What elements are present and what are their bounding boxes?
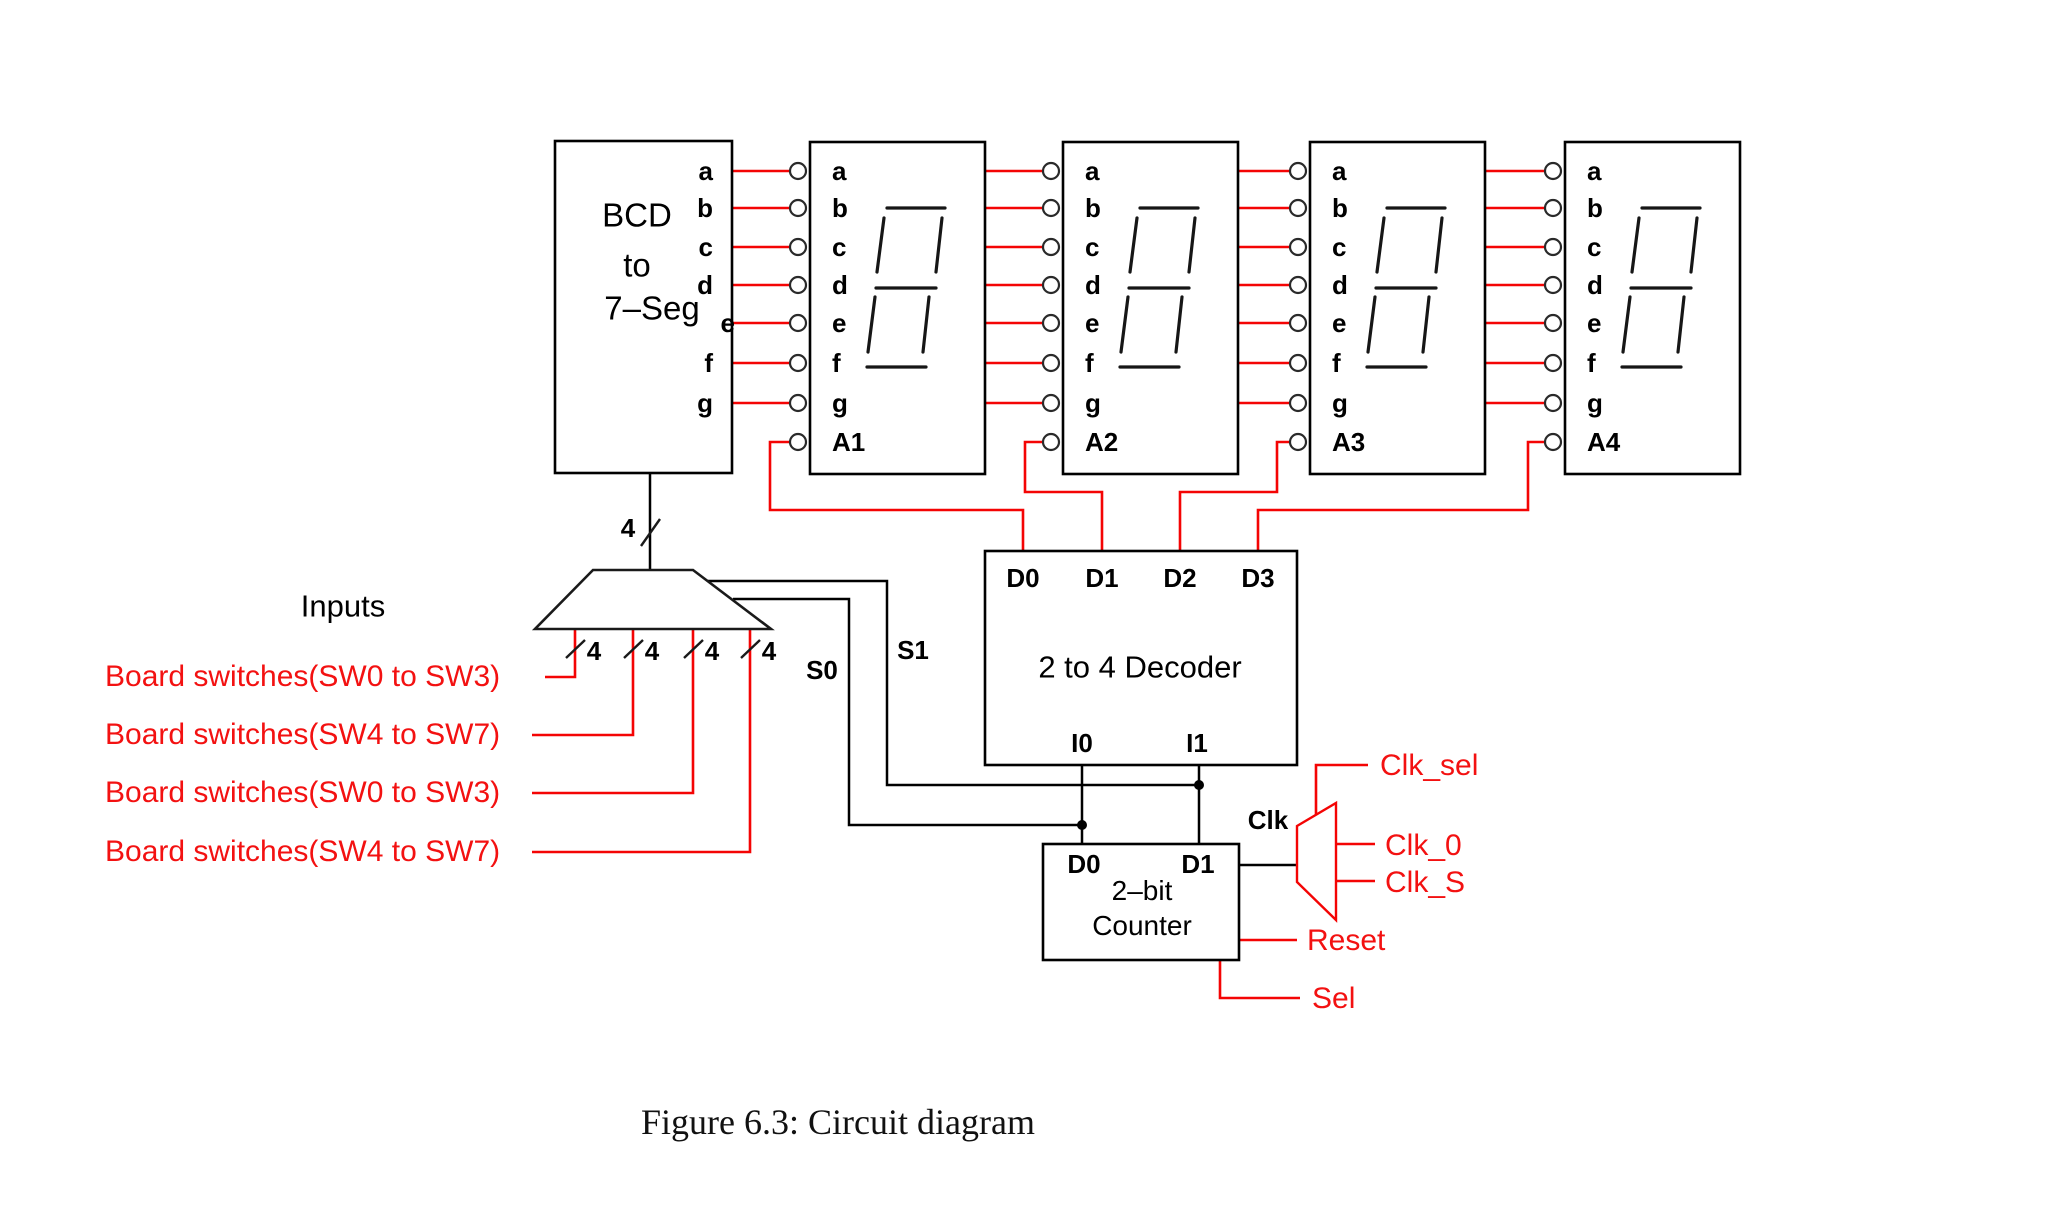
decoder-title: 2 to 4 Decoder [1038,649,1242,685]
clock-signal-wires [1218,763,1375,1000]
display4-anode-label: A4 [1587,427,1621,457]
display1-pin-d: d [832,270,848,300]
bus-and-select-wires [648,473,1297,867]
display2-anode-label: A2 [1085,427,1119,457]
bcd-to-7seg-block [553,139,734,475]
display3-anode-label: A3 [1332,427,1366,457]
display2-pin-e: e [1085,308,1100,338]
bus-width-label-4: 4 [761,636,777,666]
bcd-pin-f: f [704,348,713,378]
decoder-output-d2: D2 [1163,563,1197,593]
clk-label: Clk [1247,805,1289,835]
reset-label: Reset [1307,924,1386,957]
bus-width-label-1: 4 [586,636,602,666]
display1-pin-f: f [832,348,841,378]
clk-0-label: Clk_0 [1385,829,1462,862]
display1-pin-b: b [832,193,848,223]
figure-caption: Figure 6.3: Circuit diagram [641,1102,1035,1142]
decoder-input-i1: I1 [1186,728,1208,758]
bcd-pin-d: d [697,270,713,300]
display3-pin-g: g [1332,388,1348,418]
bcd-title-line1: BCD [602,196,672,234]
counter-title-line1: 2–bit [1111,875,1173,906]
bcd-pin-b: b [697,193,713,223]
display3-pin-f: f [1332,348,1341,378]
bcd-title-line2: to [623,246,651,284]
display4-pin-e: e [1587,308,1602,338]
board-switches-label-4: Board switches(SW4 to SW7) [105,835,501,868]
decoder-output-d1: D1 [1085,563,1119,593]
bus-width-label-2: 4 [644,636,660,666]
input-mux-shape [531,568,775,631]
bus-width-label-main: 4 [620,513,636,543]
decoder-output-d3: D3 [1241,563,1275,593]
select-s1-label: S1 [897,635,929,665]
display1-pin-a: a [832,156,847,186]
display2-pin-b: b [1085,193,1101,223]
display2-pin-g: g [1085,388,1101,418]
bus-width-slashes [565,518,761,659]
bcd-pin-c: c [698,232,713,262]
display2-pin-a: a [1085,156,1100,186]
display3-pin-d: d [1332,270,1348,300]
display2-pin-c: c [1085,232,1100,262]
display-block-1 [808,140,987,476]
display4-pin-c: c [1587,232,1602,262]
display3-pin-c: c [1332,232,1347,262]
display4-pin-a: a [1587,156,1602,186]
decoder-output-d0: D0 [1006,563,1040,593]
counter-block [1041,842,1241,962]
display4-pin-g: g [1587,388,1603,418]
board-switches-label-1: Board switches(SW0 to SW3) [105,660,501,693]
decoder-block [983,549,1299,767]
board-switches-label-2: Board switches(SW4 to SW7) [105,718,501,751]
bcd-title-line3: 7–Seg [604,289,700,327]
display2-pin-f: f [1085,348,1094,378]
board-switches-label-3: Board switches(SW0 to SW3) [105,776,501,809]
decoder-input-i0: I0 [1071,728,1093,758]
wire-junction-dots [1077,780,1204,830]
display4-pin-b: b [1587,193,1603,223]
clk-s-label: Clk_S [1385,866,1466,899]
display2-pin-d: d [1085,270,1101,300]
clk-sel-label: Clk_sel [1380,749,1479,782]
display4-pin-f: f [1587,348,1596,378]
display1-pin-g: g [832,388,848,418]
segment-wires [732,169,1545,405]
sel-label: Sel [1312,982,1356,1015]
inputs-heading: Inputs [300,588,386,624]
display1-pin-e: e [832,308,847,338]
anode-enable-wires [768,440,1545,551]
board-switch-wires [532,629,752,854]
display4-pin-d: d [1587,270,1603,300]
clock-mux-shape [1295,800,1338,923]
bus-width-label-3: 4 [704,636,720,666]
display-block-4 [1563,140,1742,476]
bcd-pin-a: a [698,156,713,186]
bcd-pin-g: g [697,388,713,418]
display-block-2 [1061,140,1240,476]
display3-pin-e: e [1332,308,1347,338]
display1-pin-c: c [832,232,847,262]
select-s0-label: S0 [806,655,838,685]
counter-output-d1: D1 [1181,849,1215,879]
seven-segment-glyphs [865,206,1702,369]
display-input-bubbles [788,161,1563,452]
bcd-pin-e: e [720,308,735,338]
display3-pin-b: b [1332,193,1348,223]
display1-anode-label: A1 [832,427,866,457]
counter-title-line2: Counter [1092,910,1192,941]
display-block-3 [1308,140,1487,476]
display3-pin-a: a [1332,156,1347,186]
counter-output-d0: D0 [1067,849,1101,879]
